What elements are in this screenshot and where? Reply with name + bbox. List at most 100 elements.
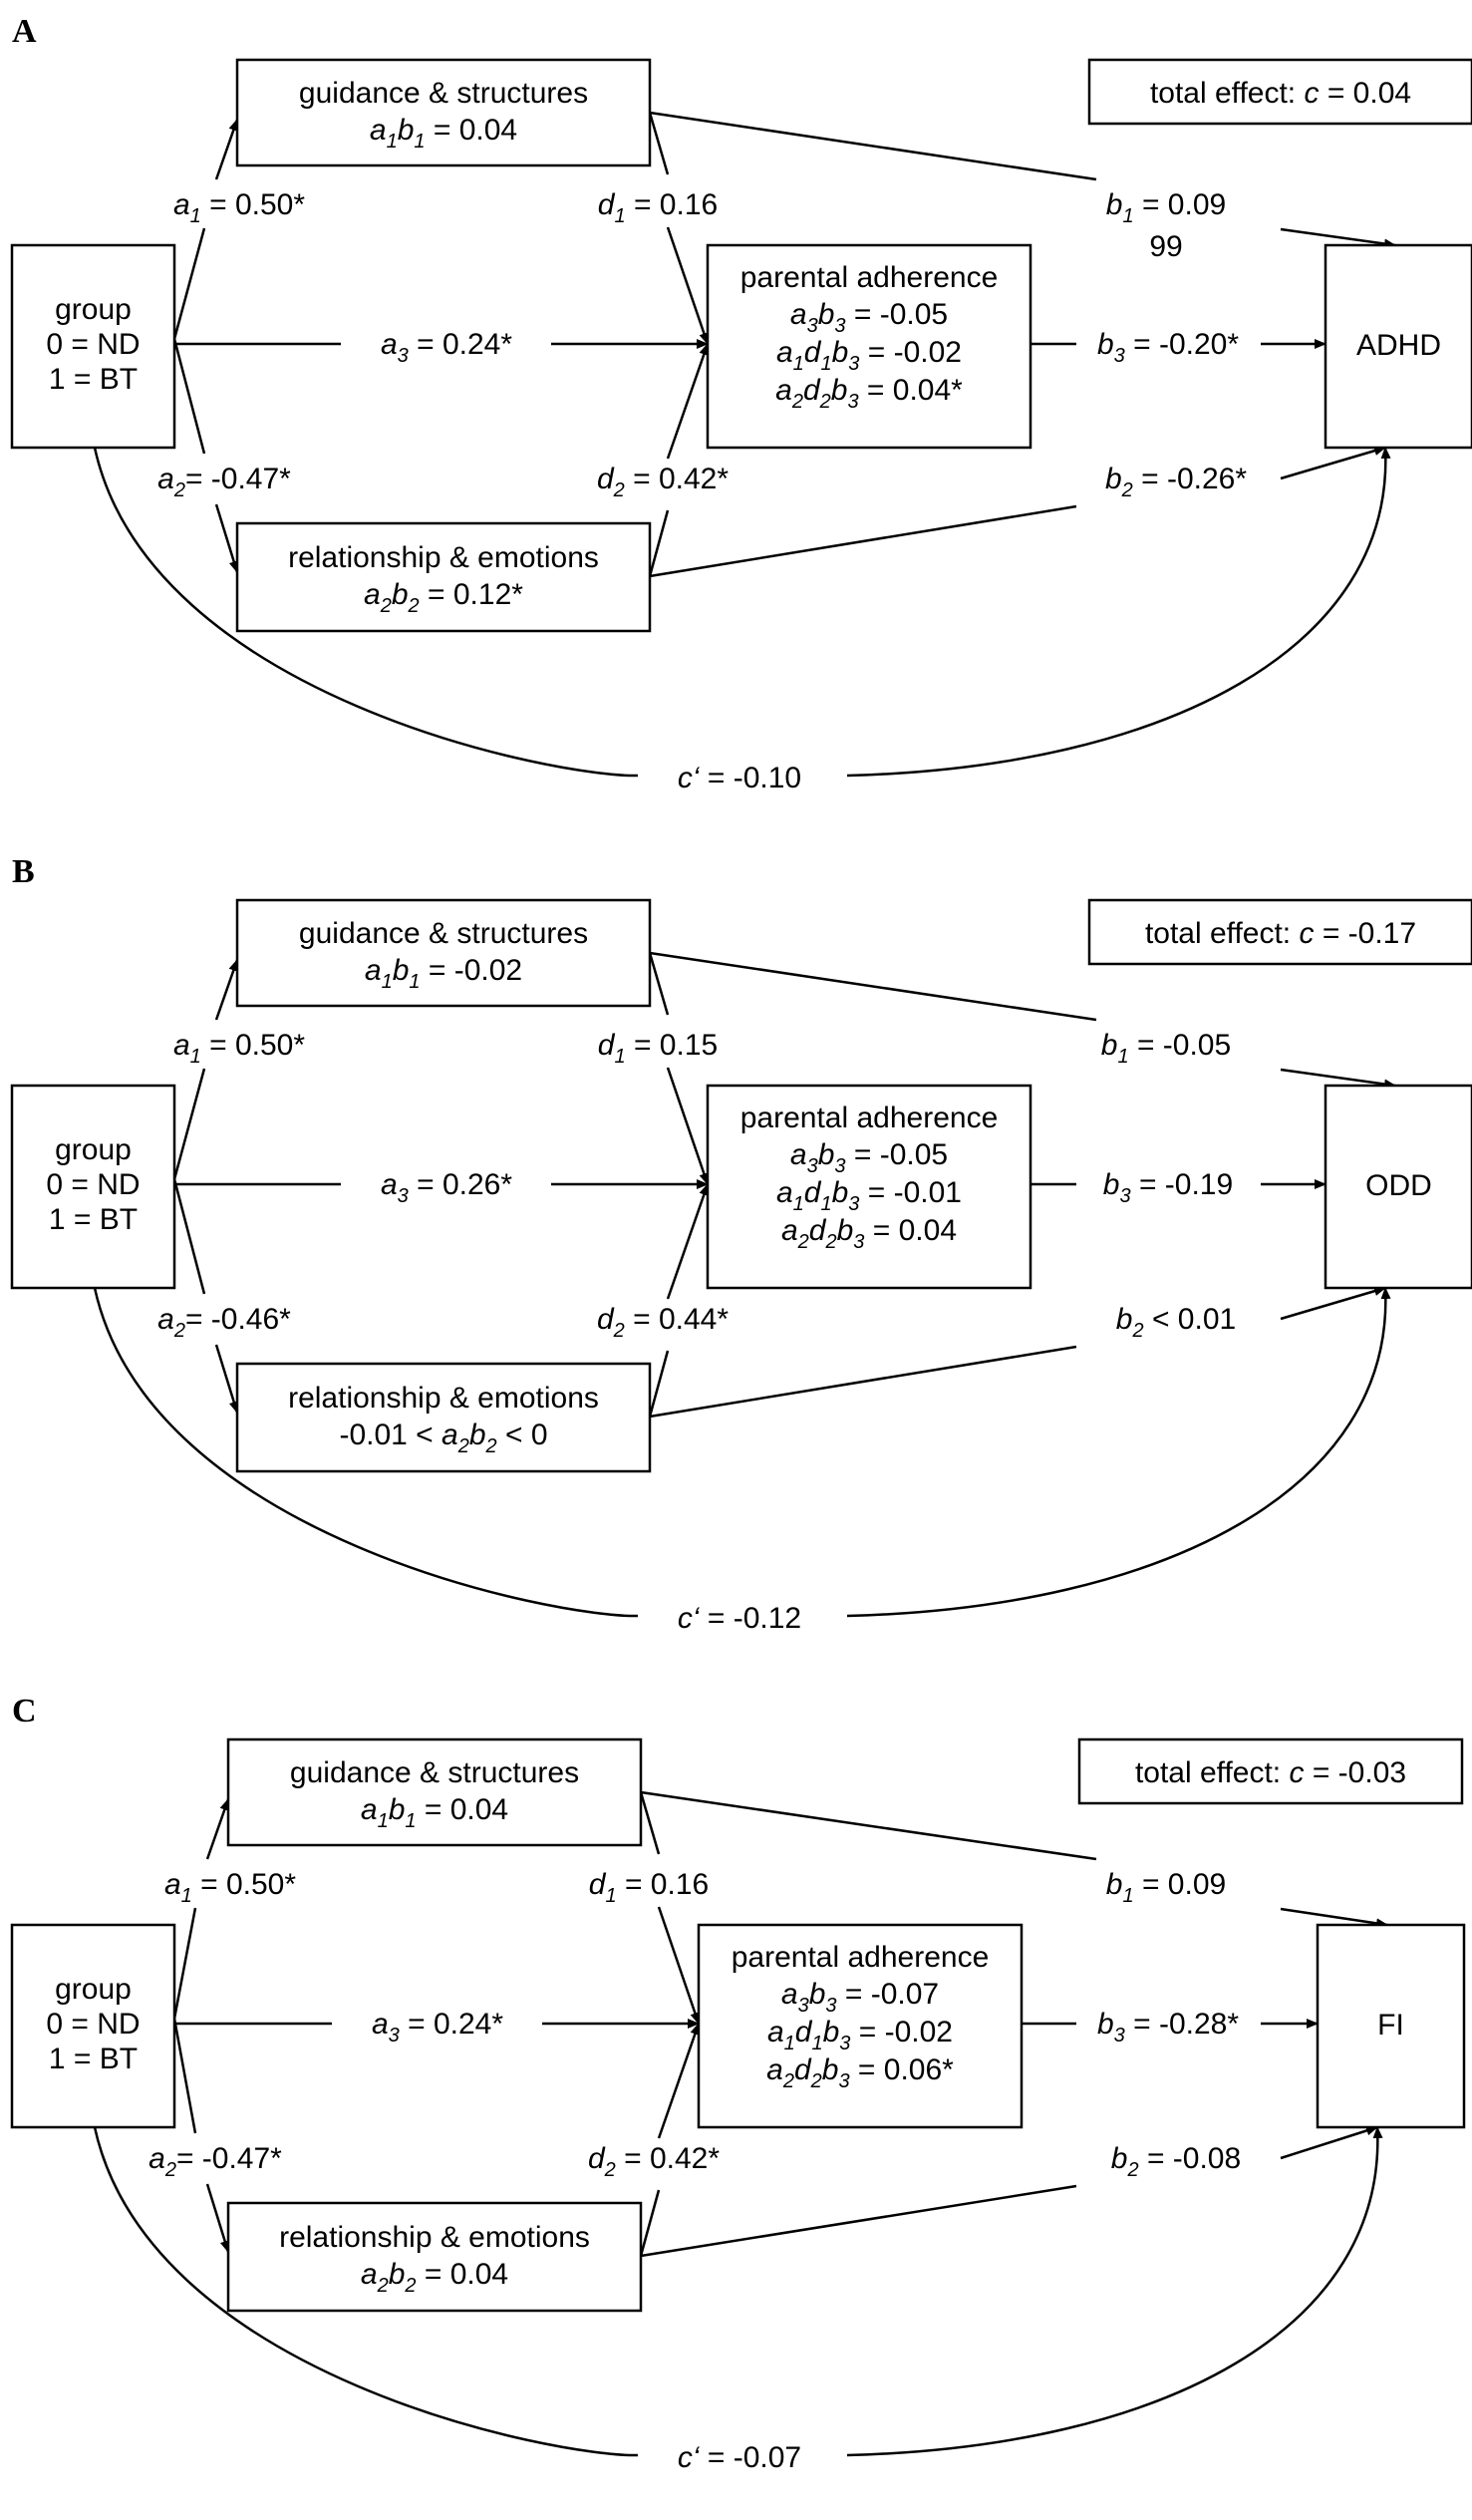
path-d2-line	[648, 1350, 670, 1418]
adherence-box	[706, 1084, 1032, 1290]
path-a1-line	[172, 1907, 197, 2020]
relationship-title: relationship & emotions	[288, 1382, 599, 1415]
path-d1-arrow	[666, 1067, 710, 1185]
label-b3: b3​ = -0.20*	[1097, 328, 1239, 367]
path-a2-arrow	[214, 1344, 239, 1414]
label-b1: b1​ = 0.09	[1106, 1868, 1226, 1907]
label-b3: b3​ = -0.28*	[1097, 2008, 1239, 2047]
label-d1: d1​ = 0.16	[598, 188, 718, 227]
adherence-effect: a1​d1​b3​ = -0.02	[767, 2016, 953, 2054]
path-cprime-curve-left	[93, 2126, 639, 2457]
group-box	[10, 243, 176, 450]
path-a1-arrow	[214, 959, 239, 1021]
guidance-effect: a1​b1​ = 0.04	[361, 1793, 508, 1832]
total-effect-label: total effect: c = -0.03	[1135, 1756, 1406, 1789]
adherence-box	[706, 243, 1032, 450]
path-d1-line	[639, 1791, 661, 1855]
path-a2-line	[172, 1178, 206, 1295]
path-cprime-curve-right	[846, 1287, 1391, 1618]
label-b1: b1​ = -0.05	[1101, 1029, 1231, 1068]
guidance-box	[235, 58, 652, 167]
label-b3: b3​ = -0.19	[1103, 1168, 1233, 1207]
path-d2-line	[648, 509, 670, 577]
group-label-line: 0 = ND	[46, 1168, 140, 1201]
label-d2: d2​ = 0.42*	[597, 463, 729, 501]
path-d1-arrow	[657, 1906, 701, 2025]
group-label-line: group	[55, 293, 132, 326]
relationship-effect: a2​b2​ = 0.04	[361, 2258, 508, 2297]
label-a2: a2​= -0.47*	[157, 463, 291, 501]
adherence-title: parental adherence	[732, 1941, 990, 1974]
panel-letter: B	[12, 853, 35, 890]
group-label-line: 1 = BT	[49, 363, 138, 396]
group-label-line: 1 = BT	[49, 1203, 138, 1236]
total-effect-box	[1087, 58, 1472, 126]
path-a1-line	[172, 227, 206, 340]
group-box	[10, 1084, 176, 1290]
label-d2: d2​ = 0.42*	[588, 2142, 720, 2181]
adherence-effect: a3​b3​ = -0.05	[790, 1138, 948, 1177]
label-a1: a1​ = 0.50*	[173, 1029, 305, 1068]
path-cprime-curve-left	[93, 1287, 639, 1618]
path-b1-line	[649, 111, 1097, 181]
total-effect-label: total effect: c = 0.04	[1150, 77, 1411, 110]
path-d1-line	[648, 112, 670, 175]
outcome-label: ODD	[1365, 1169, 1432, 1202]
path-b2-line	[649, 504, 1077, 578]
adherence-effect: a3​b3​ = -0.05	[790, 298, 948, 337]
guidance-box	[235, 898, 652, 1008]
path-d2-arrow	[666, 343, 710, 460]
path-cprime-curve-right	[846, 447, 1391, 778]
label-a2: a2​= -0.46*	[157, 1303, 291, 1342]
adherence-title: parental adherence	[740, 1102, 999, 1134]
total-effect-box	[1087, 898, 1472, 966]
relationship-effect: a2​b2​ = 0.12*	[364, 578, 523, 617]
adherence-effect: a2​d2​b3​ = 0.06*	[766, 2053, 954, 2092]
total-effect-box	[1077, 1737, 1464, 1805]
path-a2-line	[172, 338, 206, 455]
label-cprime: c‘ = -0.12	[678, 1602, 801, 1635]
adherence-effect: a2​d2​b3​ = 0.04	[781, 1214, 957, 1253]
label-b1: b1​ = 0.09	[1106, 188, 1226, 227]
path-d1-arrow	[666, 226, 710, 345]
adherence-effect: a1​d1​b3​ = -0.02	[776, 336, 962, 375]
label-cprime: c‘ = -0.07	[678, 2441, 801, 2474]
relationship-title: relationship & emotions	[279, 2221, 590, 2254]
adherence-effect: a2​d2​b3​ = 0.04*	[775, 374, 963, 413]
path-b1-arrow	[1280, 1907, 1388, 1929]
path-cprime-curve-left	[93, 447, 639, 778]
label-d1: d1​ = 0.15	[598, 1029, 718, 1068]
path-a2-line	[172, 2018, 197, 2134]
path-a1-arrow	[214, 119, 239, 180]
label-b2: b2​ < 0.01	[1116, 1303, 1236, 1342]
group-label-line: group	[55, 1133, 132, 1166]
group-box	[10, 1923, 176, 2129]
path-b2-arrow	[1280, 1286, 1386, 1321]
total-effect-label: total effect: c = -0.17	[1145, 917, 1416, 950]
path-d2-arrow	[666, 1183, 710, 1300]
guidance-title: guidance & structures	[299, 77, 588, 110]
label-a1: a1​ = 0.50*	[173, 188, 305, 227]
label-cprime: c‘ = -0.10	[678, 762, 801, 794]
label-a1: a1​ = 0.50*	[164, 1868, 296, 1907]
label-d1: d1​ = 0.16	[589, 1868, 709, 1907]
path-a2-arrow	[205, 2183, 230, 2253]
path-b1-line	[649, 951, 1097, 1022]
guidance-title: guidance & structures	[299, 917, 588, 950]
outcome-box	[1324, 243, 1472, 450]
label-a3: a3​ = 0.26*	[381, 1168, 512, 1207]
path-a2-arrow	[214, 503, 239, 573]
adherence-title: parental adherence	[740, 261, 999, 294]
path-b1-line	[640, 1790, 1097, 1861]
path-b2-line	[649, 1345, 1077, 1418]
guidance-effect: a1​b1​ = -0.02	[365, 954, 522, 993]
path-a1-arrow	[205, 1798, 230, 1860]
path-b2-arrow	[1280, 446, 1386, 480]
path-a1-line	[172, 1068, 206, 1180]
adherence-effect: a1​d1​b3​ = -0.01	[776, 1176, 962, 1215]
relationship-box	[235, 1362, 652, 1473]
path-b1-arrow	[1280, 1068, 1396, 1090]
panel-letter: C	[12, 1693, 37, 1730]
